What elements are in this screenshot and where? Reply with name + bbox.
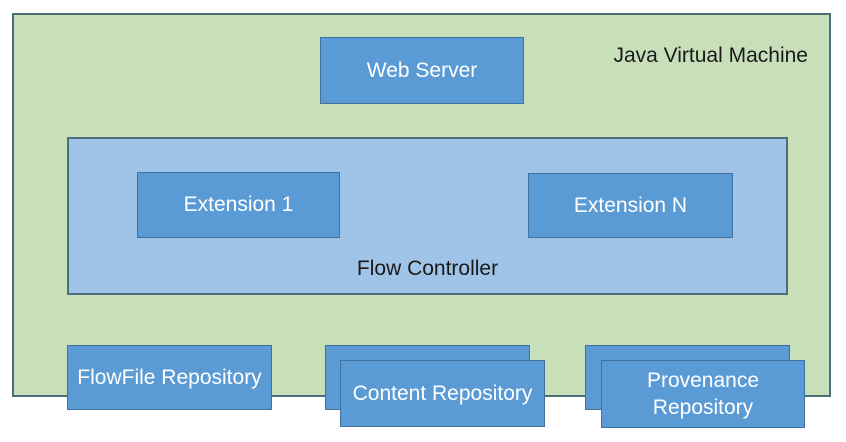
web-server-box: Web Server [320, 37, 524, 104]
provenance-repository-box: Provenance Repository [601, 360, 805, 428]
flow-controller-label: Flow Controller [356, 257, 499, 280]
extension-n-box: Extension N [528, 173, 733, 238]
extension-1-box: Extension 1 [137, 172, 340, 238]
jvm-label: Java Virtual Machine [613, 44, 808, 67]
flow-controller-box: Extension 1 Extension N Flow Controller [67, 137, 788, 295]
content-repository-box: Content Repository [340, 360, 545, 427]
flowfile-repository-box: FlowFile Repository [67, 345, 272, 410]
